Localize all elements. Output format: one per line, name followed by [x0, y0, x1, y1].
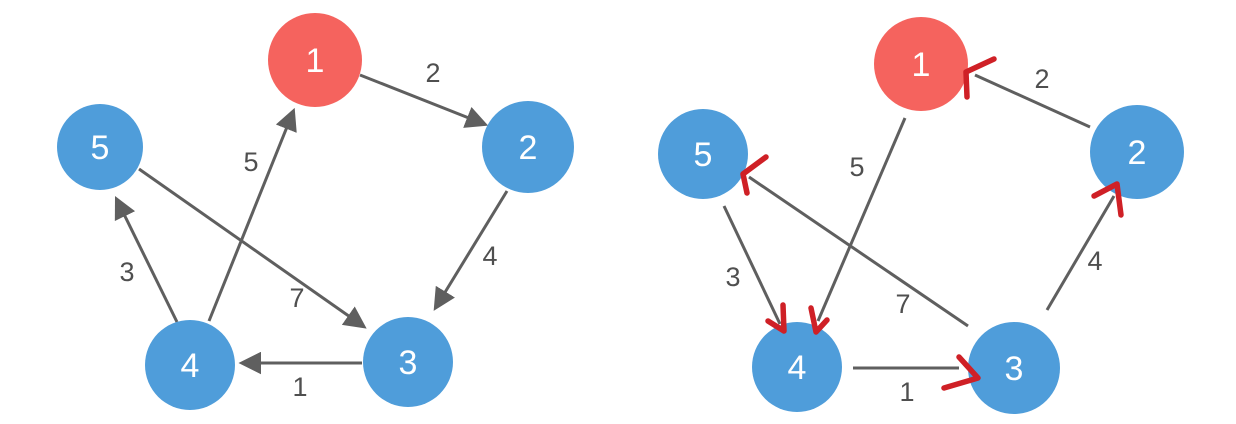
edge-weight-label-4-3: 1: [899, 377, 914, 407]
edge-weight-label-4-1: 5: [243, 147, 258, 177]
graph-node-4: [752, 322, 842, 412]
graph-node-label-5: 5: [694, 136, 713, 174]
graph-node-5: [57, 104, 143, 190]
graph-node-label-2: 2: [1128, 134, 1147, 172]
edge-weight-label-4-5: 3: [119, 257, 134, 287]
edge-4-to-1: [207, 107, 297, 322]
red-arrow-mark-node-5: [740, 154, 769, 196]
graph-node-4: [145, 320, 235, 410]
graph-node-2: [1090, 105, 1184, 199]
graph-node-1: [874, 17, 968, 111]
red-arrow-mark-node-1: [963, 56, 997, 100]
graph-node-3: [363, 317, 453, 407]
edge-weight-label-2-1: 2: [1034, 64, 1049, 94]
graph-node-label-4: 4: [788, 349, 807, 387]
graph-node-label-3: 3: [1005, 350, 1024, 388]
edge-2-to-3: [433, 190, 509, 311]
graph-node-5: [658, 109, 748, 199]
red-arrow-mark-node-4: [765, 302, 787, 334]
graph-node-label-1: 1: [306, 42, 325, 80]
edge-5-to-4: [722, 205, 782, 325]
graph-node-label-1: 1: [912, 46, 931, 84]
red-arrow-mark-node-4: [808, 305, 830, 335]
red-arrow-mark-node-2: [1091, 181, 1124, 218]
edge-1-to-4: [816, 117, 907, 322]
edge-4-to-5: [114, 195, 179, 323]
edge-3-to-5: [748, 175, 969, 328]
graph-node-1: [268, 13, 362, 107]
red-arrow-mark-node-3: [941, 354, 981, 391]
edge-1-to-2: [359, 73, 489, 128]
graph-node-label-3: 3: [399, 344, 418, 382]
original-graph: 2 4 1 3 5 7 1 2 5 4 3: [57, 13, 574, 410]
edge-weight-label-3-5: 7: [895, 289, 910, 319]
graph-node-3: [968, 322, 1060, 414]
edge-2-to-1: [974, 73, 1091, 129]
graph-node-label-5: 5: [91, 129, 110, 167]
edge-weight-label-5-3: 7: [289, 283, 304, 313]
edge-weight-label-3-2: 4: [1087, 246, 1102, 276]
edge-weight-label-1-2: 2: [425, 58, 440, 88]
edge-weight-label-3-4: 1: [292, 372, 307, 402]
edge-weight-label-2-3: 4: [482, 241, 497, 271]
edge-3-to-2: [1045, 195, 1116, 311]
annotated-graph: 2 4 1 3 5 7 1 2 5 4 3: [658, 17, 1184, 414]
graph-node-2: [482, 101, 574, 193]
graph-node-label-4: 4: [181, 347, 200, 385]
graph-node-label-2: 2: [519, 129, 538, 167]
edge-5-to-3: [138, 167, 367, 329]
edge-weight-label-1-4: 5: [849, 152, 864, 182]
edge-weight-label-5-4: 3: [725, 262, 740, 292]
